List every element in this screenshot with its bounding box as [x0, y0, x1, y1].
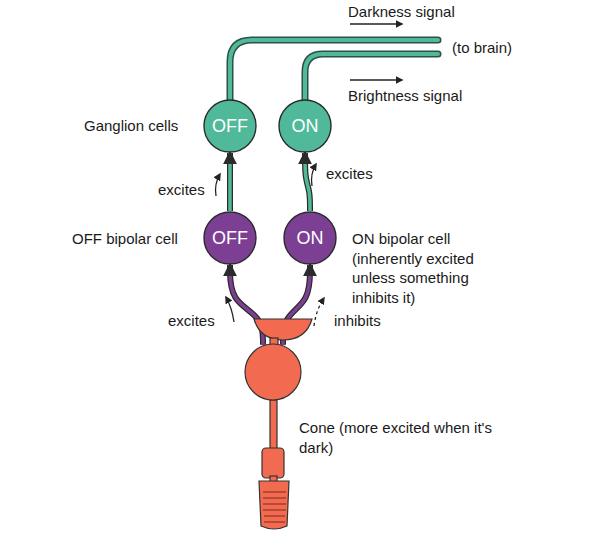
cell-outline [244, 343, 302, 401]
outline-stroke [227, 153, 233, 211]
outline-stroke [305, 153, 310, 211]
cell-connector [230, 265, 263, 345]
bipolar-cell: OFF [203, 211, 257, 265]
edge-label: excites [326, 164, 373, 184]
edge-label: excites [168, 311, 215, 331]
outline-stroke [230, 265, 263, 345]
cell-type-text: OFF [212, 117, 248, 135]
bipolar-cell: ON [283, 211, 337, 265]
cell-connector [305, 153, 310, 211]
cell-type-text: ON [292, 117, 319, 135]
direction-arrow [314, 298, 324, 326]
edge-label: inhibits [334, 311, 381, 331]
direction-arrow [226, 297, 234, 322]
cell-type-text: ON [297, 229, 324, 247]
ganglion-cell: ON [278, 99, 332, 153]
signal-arrow [350, 79, 402, 80]
cell-type-label: ON bipolar cell (inherently excited unle… [352, 229, 512, 307]
signal-label: Brightness signal [348, 86, 462, 106]
signal-label: Darkness signal [348, 2, 455, 22]
direction-arrow [312, 164, 317, 186]
ganglion-cell: OFF [203, 99, 257, 153]
direction-arrow [216, 174, 221, 196]
edge-label: excites [158, 180, 205, 200]
cell-label: Cone (more excited when it's dark) [299, 418, 514, 457]
cone-body: Cone (more excited when it's dark) [244, 343, 302, 401]
signal-arrow [350, 23, 402, 24]
destination-label: (to brain) [452, 38, 512, 58]
cell-type-label: OFF bipolar cell [72, 229, 178, 249]
cell-type-label: Ganglion cells [84, 116, 178, 136]
cell-connector [228, 153, 232, 211]
cell-type-text: OFF [212, 229, 248, 247]
